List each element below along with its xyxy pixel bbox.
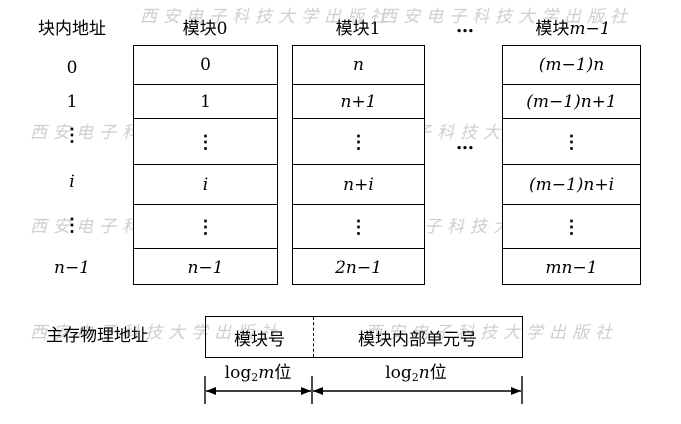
table-cell: i xyxy=(134,164,277,205)
table-cell-vdots: ⋮ xyxy=(134,204,277,249)
table-cell: 0 xyxy=(200,55,211,75)
table-cell-vdots: ⋮ xyxy=(134,118,277,165)
watermark-8: 西安电子科技大学出版社 xyxy=(365,323,618,343)
table-cell: 1 xyxy=(134,84,277,119)
row-label: 1 xyxy=(66,92,78,112)
row-label-vdots: ⋮ xyxy=(63,215,81,236)
watermark-2: 西安电子科技大学出版社 xyxy=(380,7,633,27)
table-cell: n xyxy=(353,55,364,75)
arrowhead xyxy=(206,387,216,395)
module-0-column: 0 1 ⋮ i ⋮ n−1 xyxy=(133,45,278,285)
arrowhead xyxy=(511,387,521,395)
module-bits-label: log2m位 xyxy=(224,363,292,384)
unit-bits-label: log2n位 xyxy=(385,363,447,384)
arrowhead xyxy=(301,387,311,395)
header-module-1: 模块1 xyxy=(335,19,381,39)
table-cell: 2n−1 xyxy=(293,248,424,287)
address-label: 主存物理地址 xyxy=(46,326,148,346)
table-cell-vdots: ⋮ xyxy=(503,118,640,165)
watermark-1: 西安电子科技大学出版社 xyxy=(140,7,393,27)
unit-number-field: 模块内部单元号 xyxy=(358,329,477,350)
header-module-0: 模块0 xyxy=(182,19,228,39)
header-module-m-minus-1: 模块m−1 xyxy=(535,19,611,39)
middle-ellipsis: … xyxy=(456,133,474,154)
header-ellipsis: … xyxy=(456,16,474,37)
module-1-column: n n+1 ⋮ n+i ⋮ 2n−1 xyxy=(292,45,425,285)
watermark-7: 西安电子科技大学出版社 xyxy=(30,323,283,343)
field-divider xyxy=(313,317,314,357)
table-cell-vdots: ⋮ xyxy=(503,204,640,249)
header-block-address: 块内地址 xyxy=(38,19,106,39)
table-cell-vdots: ⋮ xyxy=(293,118,424,165)
table-cell: mn−1 xyxy=(503,248,640,287)
module-number-field: 模块号 xyxy=(234,329,285,350)
arrowhead xyxy=(313,387,323,395)
row-label: n−1 xyxy=(53,258,91,278)
table-cell: (m−1)n xyxy=(538,55,605,75)
address-box: 模块号 模块内部单元号 xyxy=(205,316,523,358)
table-cell: (m−1)n+1 xyxy=(503,84,640,119)
table-cell: (m−1)n+i xyxy=(503,164,640,205)
table-cell: n−1 xyxy=(134,248,277,287)
row-label: i xyxy=(69,172,75,192)
table-cell: n+i xyxy=(293,164,424,205)
table-cell-vdots: ⋮ xyxy=(293,204,424,249)
module-m-minus-1-column: (m−1)n (m−1)n+1 ⋮ (m−1)n+i ⋮ mn−1 xyxy=(502,45,641,285)
table-cell: n+1 xyxy=(293,84,424,119)
row-label-vdots: ⋮ xyxy=(63,125,81,146)
row-label: 0 xyxy=(66,58,78,78)
